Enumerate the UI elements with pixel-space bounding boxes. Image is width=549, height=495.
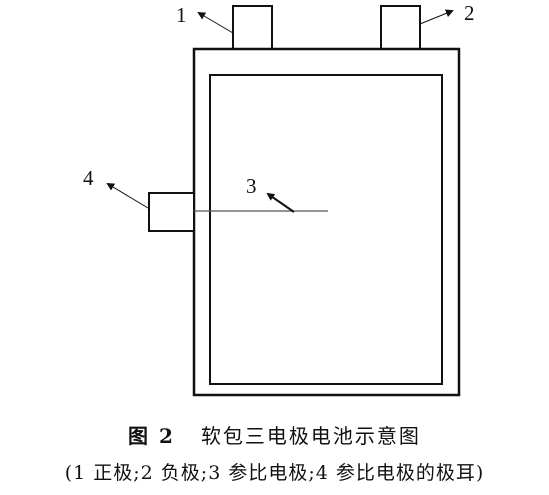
battery-diagram: 1 2 3 4 xyxy=(83,1,475,397)
reference-electrode-tab xyxy=(148,192,195,232)
label-1: 1 xyxy=(176,3,187,27)
negative-tab xyxy=(380,5,421,50)
figure-caption-legend: (1 正极;2 负极;3 参比电极;4 参比电极的极耳) xyxy=(64,462,485,484)
leader-arrow-2 xyxy=(419,9,454,25)
label-2: 2 xyxy=(464,1,475,25)
leader-arrow-4 xyxy=(106,182,149,209)
positive-tab xyxy=(232,5,273,50)
pouch-outer-frame xyxy=(192,47,461,397)
label-4: 4 xyxy=(83,166,94,190)
leader-arrow-3 xyxy=(266,192,295,213)
pouch-inner-frame xyxy=(209,74,443,385)
figure-title: 软包三电极电池示意图 xyxy=(200,424,421,448)
figure-number: 图 2 xyxy=(128,424,175,448)
leader-arrow-1 xyxy=(197,11,234,34)
figure-caption-title: 图 2 软包三电极电池示意图 xyxy=(0,420,549,449)
label-3: 3 xyxy=(246,174,257,198)
